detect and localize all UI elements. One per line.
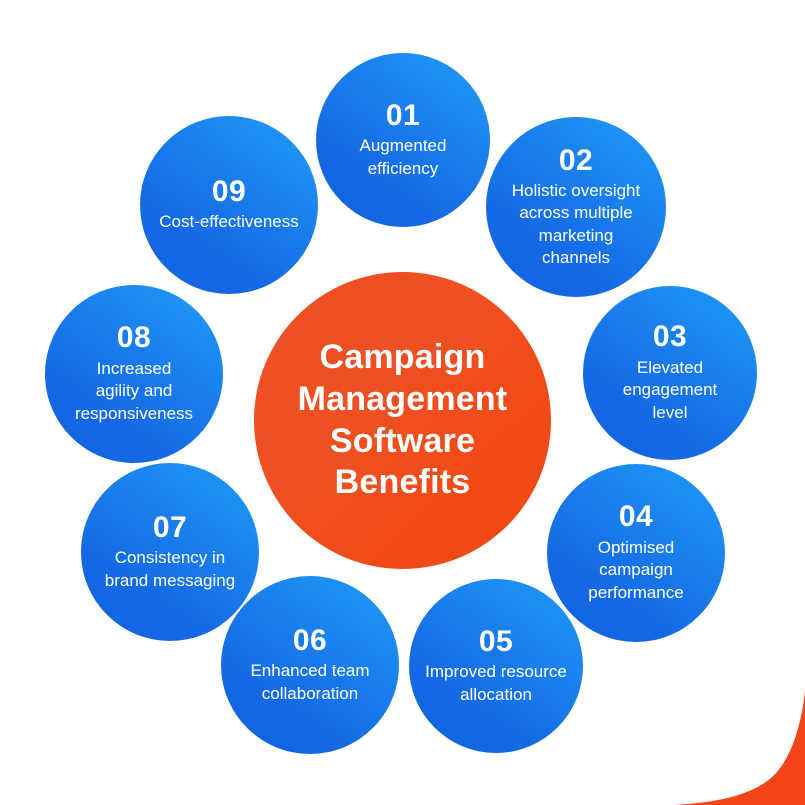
benefit-circle-08[interactable]: 08 Increased agility and responsiveness xyxy=(45,285,223,463)
benefit-description-09: Cost-effectiveness xyxy=(159,212,299,232)
benefit-circle-05[interactable]: 05 Improved resource allocation xyxy=(409,579,583,753)
benefit-description-08: Increased agility and responsiveness xyxy=(74,358,194,424)
benefit-number-01: 01 xyxy=(385,98,421,132)
benefit-number-06: 06 xyxy=(292,623,328,657)
benefit-circle-09[interactable]: 09 Cost-effectiveness xyxy=(140,116,318,294)
benefit-description-05: Improved resource allocation xyxy=(425,662,567,704)
benefit-description-07: Consistency in brand messaging xyxy=(104,548,236,590)
benefit-number-04: 04 xyxy=(618,500,654,534)
benefit-circle-04[interactable]: 04 Optimised campaign performance xyxy=(547,464,725,642)
benefit-number-09: 09 xyxy=(211,174,247,208)
orange-corner-swoosh-icon xyxy=(675,690,805,805)
benefit-number-08: 08 xyxy=(116,321,152,355)
benefit-number-05: 05 xyxy=(478,624,514,658)
benefit-description-03: Elevated engagement level xyxy=(622,357,718,423)
benefit-circle-03[interactable]: 03 Elevated engagement level xyxy=(583,286,757,460)
benefit-circle-01[interactable]: 01 Augmented efficiency xyxy=(316,53,490,227)
benefit-circle-07[interactable]: 07 Consistency in brand messaging xyxy=(81,463,259,641)
benefit-circle-06[interactable]: 06 Enhanced team collaboration xyxy=(221,576,399,754)
benefit-circle-02[interactable]: 02 Holistic oversight across multiple ma… xyxy=(486,117,666,297)
hub-title: Campaign Management Software Benefits xyxy=(297,337,508,502)
benefit-description-04: Optimised campaign performance xyxy=(588,537,684,603)
benefit-description-02: Holistic oversight across multiple marke… xyxy=(511,181,641,268)
benefit-number-02: 02 xyxy=(558,143,594,177)
benefit-number-03: 03 xyxy=(652,320,688,354)
benefit-description-01: Augmented efficiency xyxy=(359,136,447,178)
benefit-number-07: 07 xyxy=(152,510,188,544)
benefit-description-06: Enhanced team collaboration xyxy=(250,661,370,703)
center-hub-circle: Campaign Management Software Benefits xyxy=(254,272,551,569)
